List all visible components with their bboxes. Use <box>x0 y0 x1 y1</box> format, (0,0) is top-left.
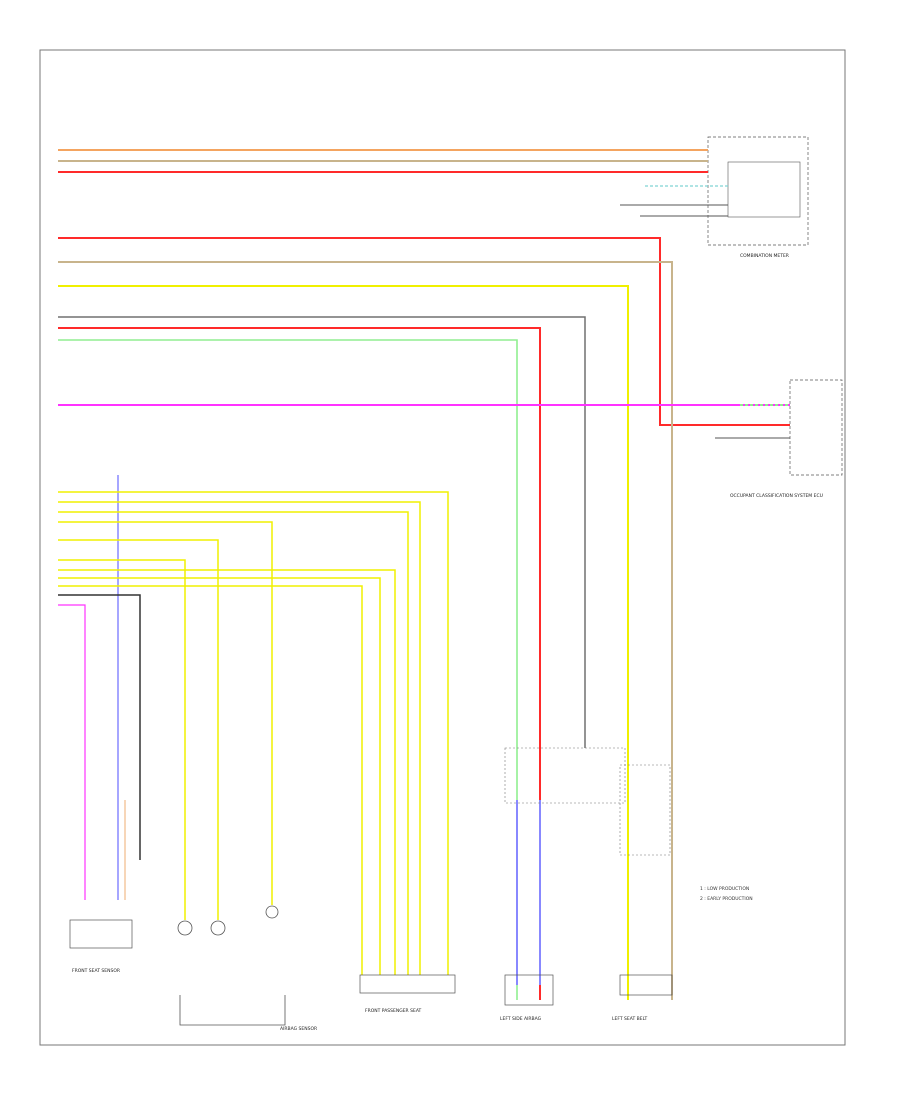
legend-item-1: 1 : LOW PRODUCTION <box>700 886 749 892</box>
wire-yellow-1 <box>58 285 629 1000</box>
left-side-airbag-group: LEFT SIDE AIRBAG <box>500 974 554 1022</box>
sensor-circle-1 <box>177 920 193 936</box>
combination-meter-inner <box>727 161 801 218</box>
wire-red-3 <box>58 327 541 1000</box>
left-side-airbag-label: LEFT SIDE AIRBAG <box>500 1016 542 1022</box>
legend-item-2: 2 : EARLY PRODUCTION <box>700 896 753 902</box>
ground-bracket <box>179 995 286 1026</box>
mid-connector-box <box>504 747 626 804</box>
front-passenger-seat-label: FRONT PASSENGER SEAT <box>365 1008 422 1014</box>
left-seat-belt-label: LEFT SEAT BELT <box>612 1016 647 1022</box>
wire-tan-2 <box>58 261 673 1000</box>
front-seat-sensor-group: FRONT SEAT SENSOR <box>69 919 133 974</box>
airbag-sensor-label: AIRBAG SENSOR <box>280 1026 317 1032</box>
wire-yellow-6 <box>58 539 219 920</box>
wire-red-2 <box>58 237 790 426</box>
front-seat-sensor-box <box>69 919 133 949</box>
combination-meter-group: COMBINATION METER <box>707 136 809 259</box>
wire-green-1 <box>58 339 518 1000</box>
combination-meter-label: COMBINATION METER <box>740 253 789 259</box>
front-passenger-seat-group: FRONT PASSENGER SEAT <box>359 974 456 1014</box>
wire-yellow-9 <box>58 577 381 975</box>
wire-yellow-10 <box>58 585 363 975</box>
wire-magenta-2 <box>58 604 86 900</box>
combination-meter-box <box>707 136 809 246</box>
left-seat-belt-group: LEFT SEAT BELT <box>612 974 673 1022</box>
wire-yellow-3 <box>58 501 421 975</box>
right-connector-box <box>619 764 671 856</box>
occupant-ecu-box <box>789 379 843 476</box>
wire-gray-1 <box>58 316 586 748</box>
wire-black-1 <box>58 594 141 860</box>
left-seat-belt-box <box>619 974 673 996</box>
occupant-ecu-label: OCCUPANT CLASSIFICATION SYSTEM ECU <box>730 493 823 499</box>
wire-yellow-2 <box>58 491 449 975</box>
wire-yellow-5 <box>58 521 273 905</box>
wire-yellow-8 <box>58 569 396 975</box>
sensor-circle-3 <box>265 905 279 919</box>
left-side-airbag-box <box>504 974 554 1006</box>
front-passenger-seat-box <box>359 974 456 994</box>
wire-yellow-7 <box>58 559 186 920</box>
wire-yellow-4 <box>58 511 409 975</box>
diagram-frame <box>39 49 846 1046</box>
occupant-ecu-group: OCCUPANT CLASSIFICATION SYSTEM ECU <box>730 379 843 499</box>
front-seat-sensor-label: FRONT SEAT SENSOR <box>72 968 120 974</box>
sensor-circle-2 <box>210 920 226 936</box>
